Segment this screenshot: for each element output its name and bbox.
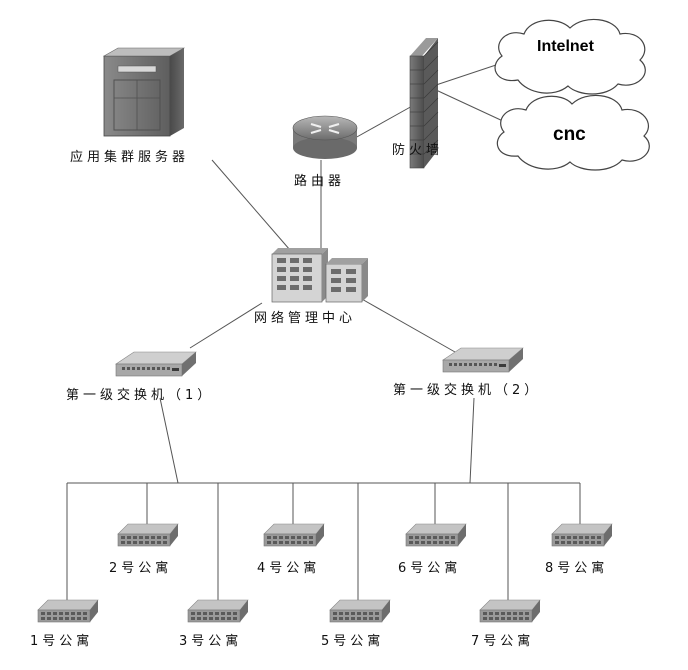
- link-nmc-switch2: [359, 297, 456, 353]
- apartment-8-switch-icon: [551, 523, 613, 547]
- link-firewall-cnc: [435, 89, 506, 123]
- link-firewall-internet: [435, 61, 506, 86]
- switch-1-icon: [115, 351, 197, 377]
- apartment-8-label: 8号公寓: [545, 561, 609, 576]
- switch-1-label: 第一级交换机（1）: [66, 388, 215, 403]
- switch-2-label: 第一级交换机（2）: [393, 383, 542, 398]
- building-icon: [271, 248, 368, 303]
- apartment-1-switch-icon: [37, 599, 99, 623]
- apartment-3-switch-icon: [187, 599, 249, 623]
- apartment-6-label: 6号公寓: [398, 561, 462, 576]
- apartment-2-label: 2号公寓: [109, 561, 173, 576]
- apartment-6-switch-icon: [405, 523, 467, 547]
- apartment-5-switch-icon: [329, 599, 391, 623]
- cloud-internet-icon: [494, 18, 646, 95]
- firewall-label: 防火墙: [392, 143, 444, 158]
- internet-cloud-label: Intelnet: [537, 38, 594, 55]
- link-nmc-switch1: [189, 302, 263, 349]
- cnc-cloud-label: cnc: [553, 124, 586, 145]
- link-router-firewall: [354, 104, 415, 139]
- apartment-4-label: 4号公寓: [257, 561, 321, 576]
- apartment-2-switch-icon: [117, 523, 179, 547]
- apartment-7-label: 7号公寓: [471, 634, 535, 649]
- link-cluster-nmc: [211, 159, 291, 251]
- app-cluster-label: 应用集群服务器: [70, 150, 190, 165]
- apartment-1-label: 1号公寓: [30, 634, 94, 649]
- link-switch2-bus: [469, 397, 475, 484]
- cloud-cnc-icon: [496, 94, 650, 171]
- server-icon: [102, 47, 186, 137]
- apartment-4-switch-icon: [263, 523, 325, 547]
- firewall-icon: [409, 38, 439, 169]
- apartment-3-label: 3号公寓: [179, 634, 243, 649]
- nmc-label: 网络管理中心: [254, 311, 357, 326]
- link-switch1-bus: [159, 397, 179, 484]
- apartment-5-label: 5号公寓: [321, 634, 385, 649]
- apartment-7-switch-icon: [479, 599, 541, 623]
- connection-lines: [66, 61, 581, 600]
- router-icon: [292, 115, 358, 159]
- router-label: 路由器: [294, 174, 346, 189]
